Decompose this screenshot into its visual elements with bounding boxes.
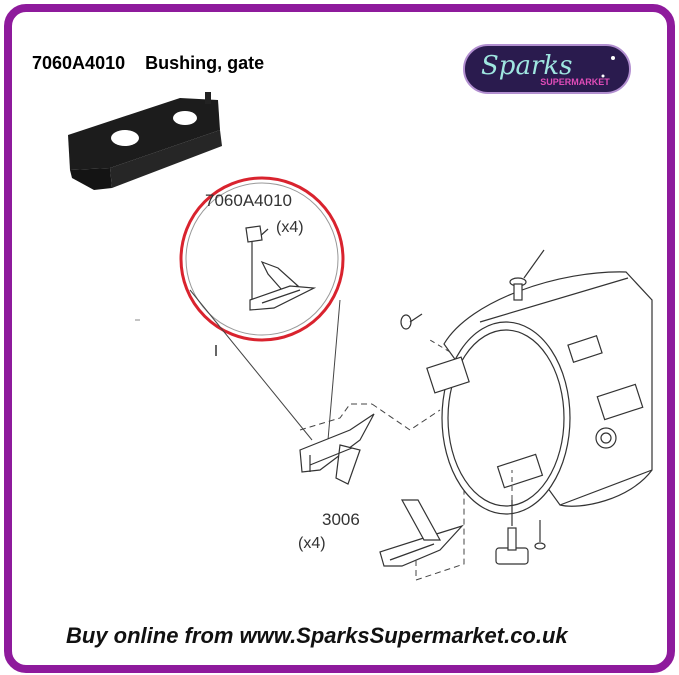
housing-cylinder xyxy=(426,271,653,515)
secondary-part-number: 3006 xyxy=(322,510,360,529)
bushing-photo xyxy=(68,92,222,190)
hinge-part-upper xyxy=(299,413,375,485)
logo-brand: Sparks xyxy=(481,51,572,81)
screw-top xyxy=(509,249,545,301)
footer-link[interactable]: Buy online from www.SparksSupermarket.co… xyxy=(66,623,568,648)
sparks-logo[interactable]: Sparks SUPERMARKET xyxy=(463,44,631,94)
part-number: 7060A4010 xyxy=(32,53,126,73)
logo-tagline: SUPERMARKET xyxy=(540,77,610,87)
callout-quantity: (x4) xyxy=(276,219,304,236)
highlight-circle xyxy=(179,176,345,342)
secondary-quantity: (x4) xyxy=(298,535,326,552)
part-name: Bushing, gate xyxy=(145,53,265,73)
screw-left xyxy=(400,313,423,330)
page-title: 7060A4010 Bushing, gate xyxy=(22,32,264,74)
bushing-detail xyxy=(245,225,317,311)
hinge-part-lower xyxy=(379,499,464,567)
callout-part-number: 7060A4010 xyxy=(205,191,292,210)
foot-screw xyxy=(495,500,546,565)
